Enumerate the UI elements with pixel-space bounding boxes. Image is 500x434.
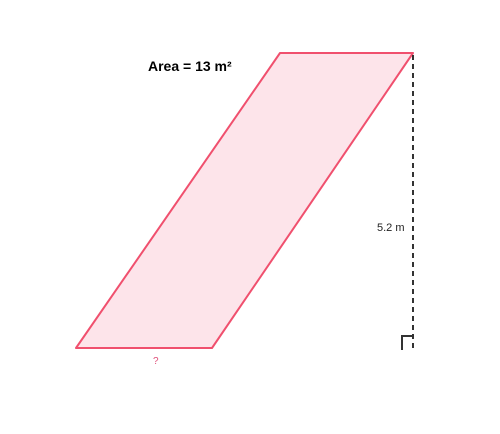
area-label: Area = 13 m²	[148, 58, 232, 74]
height-label: 5.2 m	[377, 222, 405, 234]
base-unknown-label: ?	[153, 356, 159, 367]
parallelogram-shape	[75, 52, 414, 349]
right-angle-marker	[401, 335, 413, 350]
